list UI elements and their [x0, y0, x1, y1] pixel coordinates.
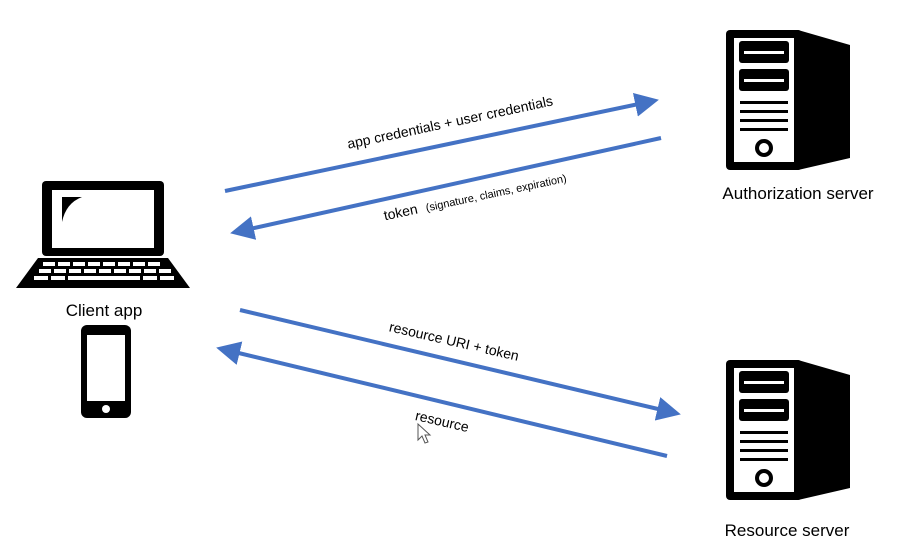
- resource-request-label: resource URI + token: [388, 318, 521, 363]
- token-label-main: token: [382, 201, 419, 224]
- laptop-icon: [16, 181, 190, 288]
- token-arrow: [230, 136, 662, 240]
- token-label-detail: (signature, claims, expiration): [425, 173, 568, 215]
- smartphone-icon: [81, 325, 131, 418]
- credentials-arrow: [224, 92, 659, 193]
- resource-server-label: Resource server: [725, 521, 850, 540]
- resource-response-arrow: [216, 341, 668, 458]
- auth-server-icon: [726, 30, 850, 170]
- resource-server-icon: [726, 360, 850, 500]
- resource-request-arrow: [239, 308, 681, 421]
- auth-server-label: Authorization server: [722, 184, 874, 203]
- client-app-label: Client app: [66, 301, 143, 320]
- mouse-pointer-icon: [417, 422, 432, 444]
